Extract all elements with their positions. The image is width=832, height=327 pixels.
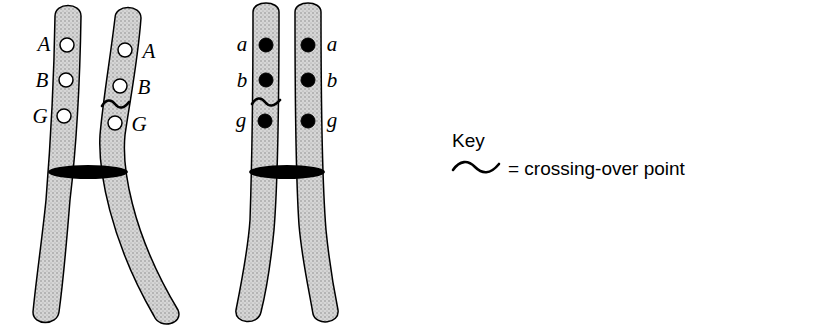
legend-text: = crossing-over point <box>508 159 685 178</box>
allele-dot <box>59 73 73 87</box>
allele-label: g <box>327 110 338 131</box>
crossover-mark <box>102 100 129 107</box>
allele-label: b <box>327 70 338 91</box>
crossover-mark <box>252 98 280 105</box>
allele-label: g <box>236 110 247 131</box>
allele-label: G <box>131 114 146 135</box>
legend-crossover-sample <box>453 162 499 172</box>
allele-dot <box>301 73 315 87</box>
allele-label: a <box>237 34 248 55</box>
legend-title: Key <box>452 131 485 150</box>
allele-dot <box>57 109 71 123</box>
allele-label: B <box>36 70 49 91</box>
allele-dot <box>301 114 315 128</box>
allele-dot <box>118 43 132 57</box>
allele-label: G <box>32 106 47 127</box>
allele-label: b <box>237 70 248 91</box>
allele-dot <box>301 38 315 52</box>
chromatid <box>33 6 81 323</box>
allele-label: B <box>138 77 151 98</box>
chromatid <box>100 8 179 324</box>
allele-dot <box>108 116 122 130</box>
allele-label: A <box>38 34 51 55</box>
allele-dot <box>60 38 74 52</box>
allele-dot <box>259 38 273 52</box>
allele-dot <box>113 79 127 93</box>
centromere <box>48 165 128 179</box>
centromere <box>249 165 325 179</box>
allele-label: a <box>327 34 338 55</box>
chromatid <box>236 3 279 322</box>
allele-dot <box>259 73 273 87</box>
allele-dot <box>258 114 272 128</box>
chromatid <box>295 3 338 322</box>
allele-label: A <box>143 41 156 62</box>
